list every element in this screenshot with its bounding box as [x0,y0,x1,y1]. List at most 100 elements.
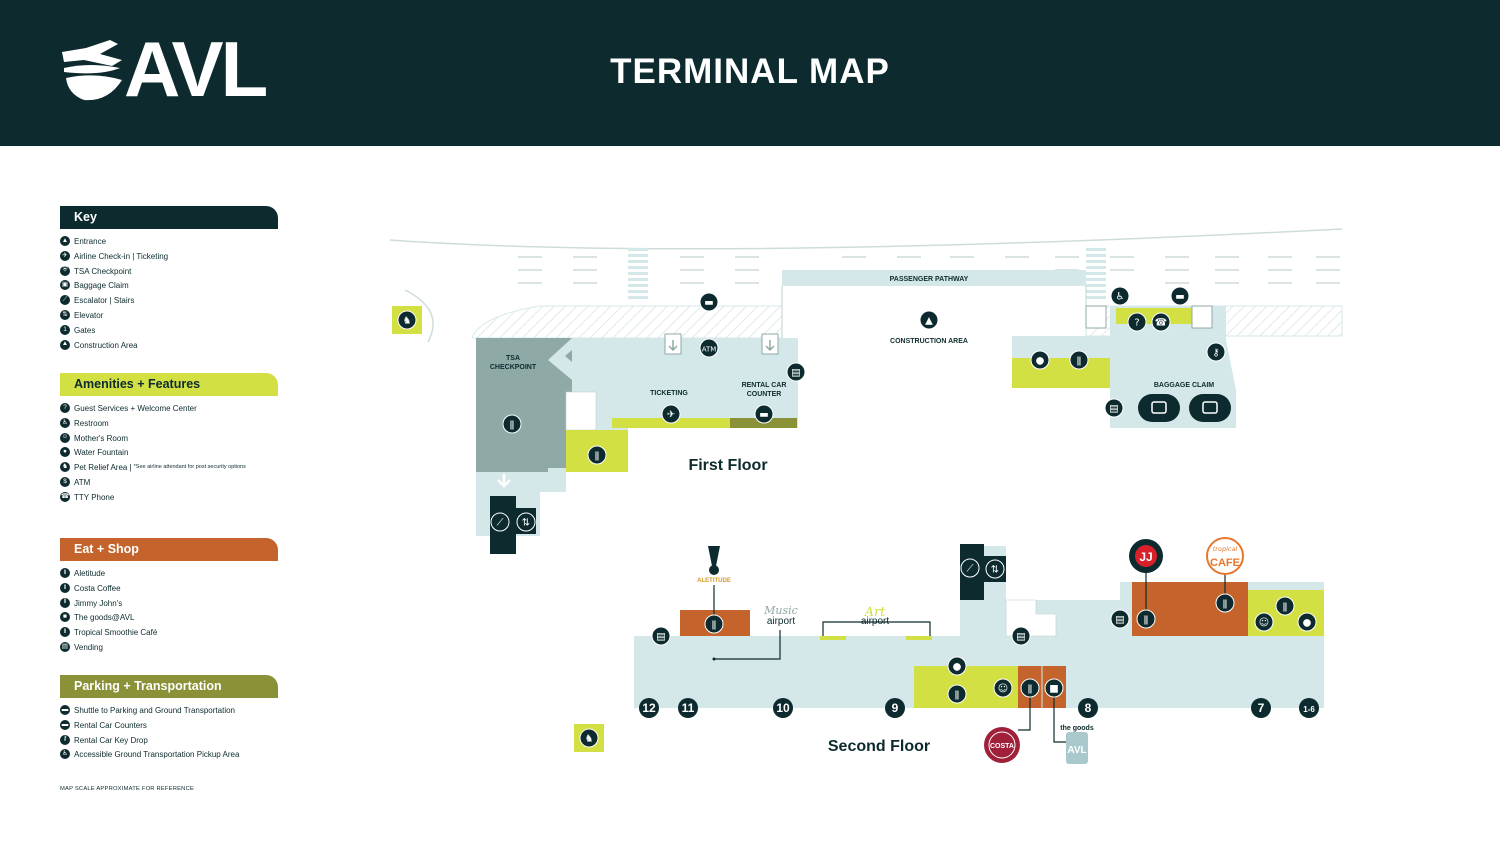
restroom-icon: ǁ [587,445,607,465]
art-logo-line2: airport [861,616,890,627]
dining-icon: ǁ [60,582,70,593]
poi-glyph: ǁ [1223,599,1228,610]
legend-item: ▬Shuttle to Parking and Ground Transport… [60,705,300,720]
header: AVL TERMINAL MAP [0,0,1500,146]
poi-glyph: ▤ [656,632,665,643]
aletitude-logo: ALETITUDE [697,546,731,584]
water-fountain-icon: ● [1030,350,1050,370]
shuttle-icon: ▬ [60,705,70,715]
poi-glyph: ♿ [1116,292,1125,303]
legend-item-label: Rental Car Key Drop [74,735,148,745]
goods-logo-line2: AVL [1067,745,1086,756]
ticketing-label: TICKETING [650,390,688,397]
vending-icon: ▤ [651,626,671,646]
rental-car-icon: ▬ [60,719,70,730]
gate-number: 11 [682,701,695,715]
water-fountain-icon: ● [947,656,967,676]
poi-marker [1110,609,1130,629]
first-floor-title: First Floor [688,457,767,474]
carousel-shape [1189,394,1231,422]
poi-marker [651,626,671,646]
restroom-icon: ǁ [947,684,967,704]
legend-item: ■The goods@AVL [60,612,300,627]
gate-marker [639,698,659,718]
vending-icon: ▤ [1110,609,1130,629]
legend-item-label: Vending [74,642,103,652]
tty-phone-icon: ☎ [1151,312,1171,332]
poi-marker [985,559,1005,579]
poi-glyph: ⚷ [1212,348,1219,359]
legend-item: ǁ Costa Coffee [60,582,300,598]
pet-relief-icon: ♞ [397,310,417,330]
legend-item-label: Costa Coffee [74,583,121,593]
gate-marker [1251,698,1271,718]
tropical-smoothie-logo: tropical CAFE [1206,537,1244,575]
poi-glyph: ▬ [1175,292,1184,303]
baggage-carousel-icon [1138,394,1180,422]
legend-item: ǁ Jimmy John's [60,597,300,613]
legend-item-label: Restroom [74,418,109,428]
poi-glyph: ⟋ [497,518,504,529]
legend-amenities-list: ?Guest Services + Welcome Center♿Restroo… [60,403,300,507]
costa-coffee-logo: COSTA [984,727,1020,763]
poi-glyph: ⟋ [967,564,974,575]
legend-eat-shop-title: Eat + Shop [60,538,278,561]
poi-marker [397,310,417,330]
legend-item-label: Entrance [74,237,107,246]
poi-marker [1254,612,1274,632]
tty-phone-icon: ☎ [60,491,70,502]
poi-glyph: ǁ [955,690,960,701]
aletitude-logo-text: ALETITUDE [697,578,731,584]
tsa-checkpoint-area [476,338,572,472]
dining-icon: ǁ [60,597,70,608]
mothers-room-icon: ☺ [993,678,1013,698]
poi-glyph: ǁ [1028,684,1033,695]
poi-glyph: ♞ [403,316,412,327]
dining-icon: ǁ [60,627,70,638]
legend-item: ♿Restroom [60,417,300,433]
legend-amenities-title: Amenities + Features [60,373,278,396]
guest-services-icon: ? [1127,312,1147,332]
road-edge [389,228,1343,250]
poi-marker [699,292,719,312]
rental-car-icon: ▬ [754,404,774,424]
poi-glyph: ✈ [667,410,675,421]
carousel-shape [1138,394,1180,422]
rental-label-line2: COUNTER [747,391,782,398]
dining-icon: ǁ [704,614,724,634]
legend-item-label: Jimmy John's [74,598,123,608]
sidewalk-west [471,305,783,339]
poi-glyph: ? [1134,318,1139,329]
poi-marker [1069,350,1089,370]
gate-10: 10 [773,698,793,718]
legend-item-label: Elevator [74,310,104,320]
poi-marker [699,338,719,358]
legend-item: ▣Baggage Claim [60,280,300,295]
pet-relief-icon: ♞ [60,462,70,473]
poi-glyph: ● [953,662,962,673]
legend-item-label: Water Fountain [74,448,129,458]
legend-item: $ATM [60,476,300,492]
poi-glyph: ● [1303,618,1312,629]
escalator-icon: ⟋ [960,558,980,578]
airline-checkin-icon: ✈ [60,250,70,261]
legend-item-label: Rental Car Counters [74,720,147,730]
ticketing-icon: ✈ [661,404,681,424]
poi-glyph: ☎ [1155,318,1167,329]
music-logo-line1: Music [763,604,798,617]
legend-item-label: Gates [74,325,96,335]
poi-glyph: ⇅ [991,565,999,576]
page-title: TERMINAL MAP [610,52,890,91]
gate-12: 12 [639,698,659,718]
vending-icon: ▤ [1104,398,1124,418]
poi-glyph: ▬ [759,410,768,421]
poi-marker [1215,593,1235,613]
poi-glyph: ☺ [998,684,1008,695]
legend-item-label: Mother's Room [74,433,128,443]
legend-item-label: TTY Phone [74,492,115,502]
poi-marker [1275,596,1295,616]
jimmy-johns-logo-text: JJ [1139,550,1152,564]
legend-item: ▬ Rental Car Counters [60,719,300,735]
